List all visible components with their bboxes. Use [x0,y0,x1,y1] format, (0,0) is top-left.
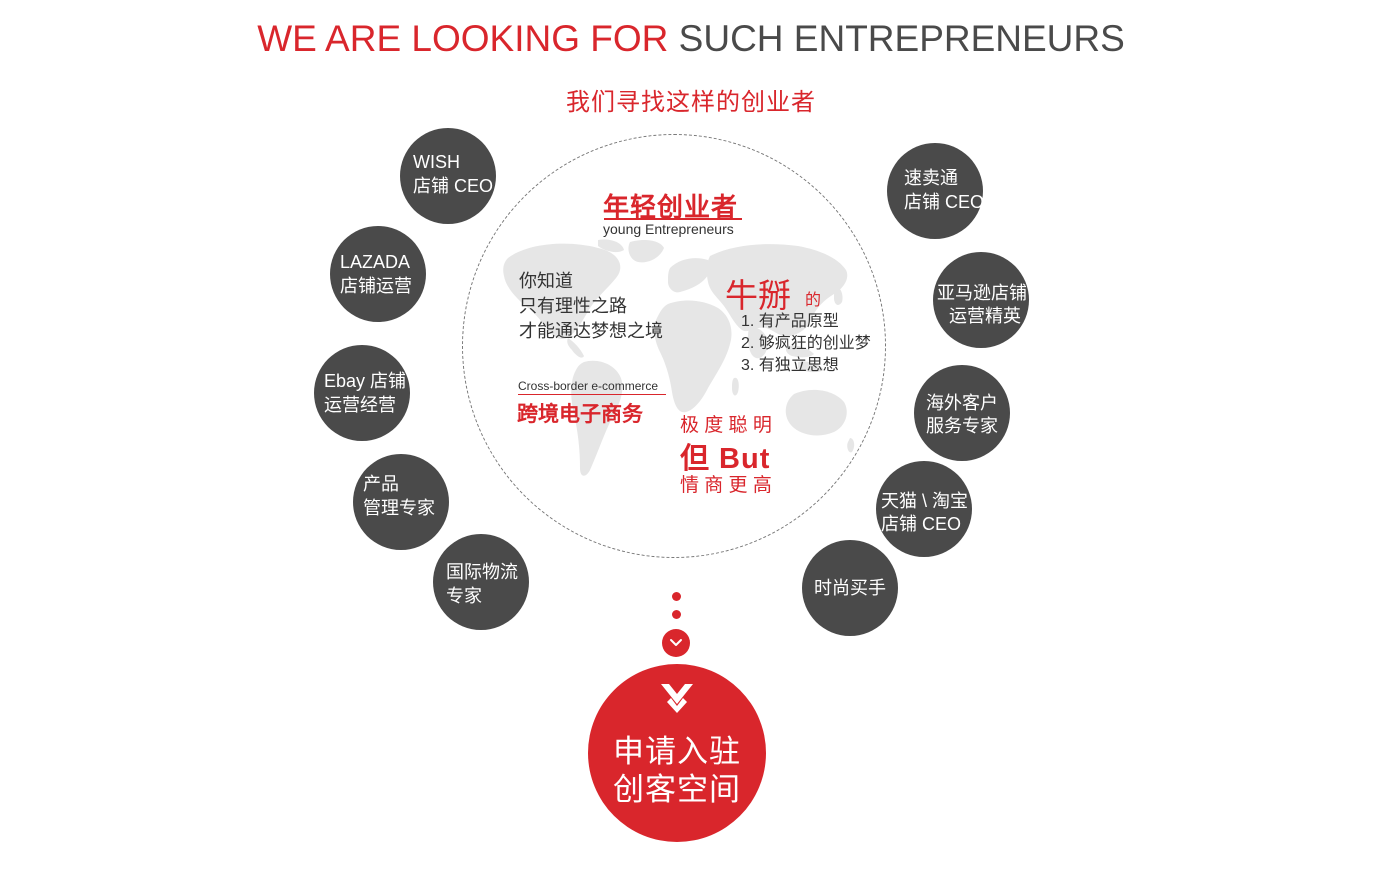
bubble-line-1: LAZADA [340,252,411,272]
scroll-down-button[interactable] [662,629,690,657]
heading-cn: 年轻创业者 [603,192,739,222]
bubble-product-mgmt[interactable]: 产品 管理专家 [353,454,449,550]
title-dark: SUCH ENTREPRENEURS [678,18,1125,59]
de-label: 的 [805,292,822,309]
bubble-lazada-ops[interactable]: LAZADA 店铺运营 [330,226,426,322]
bubble-line-2: 店铺 CEO [413,176,494,196]
apply-line-1: 申请入驻 [613,734,741,769]
smart-label: 极 度 聪 明 [680,415,772,436]
connector-dot [672,592,681,601]
bubble-line-2: 管理专家 [363,498,435,518]
know-line-2: 只有理性之路 [519,296,627,316]
bubble-tmall-taobao-ceo[interactable]: 天猫 \ 淘宝 店铺 CEO [876,461,972,557]
bubble-line-2: 运营经营 [324,395,396,415]
bubble-line-2: 服务专家 [926,416,998,436]
page-subtitle: 我们寻找这样的创业者 [566,89,816,116]
apply-button[interactable]: 申请入驻 创客空间 [588,664,766,842]
niu-label: 牛掰 [725,277,791,314]
bubble-logistics-expert[interactable]: 国际物流 专家 [433,534,529,630]
bubble-line-1: 海外客户 [926,393,998,413]
bubble-amazon-ops[interactable]: 亚马逊店铺 运营精英 [933,252,1029,348]
center-circle [462,134,886,558]
bubble-line-1: 天猫 \ 淘宝 [881,491,969,511]
trait-2: 2. 够疯狂的创业梦 [741,335,871,352]
bubble-ebay-ops[interactable]: Ebay 店铺 运营经营 [314,345,410,441]
ecom-cn: 跨境电子商务 [517,403,643,426]
know-line-3: 才能通达梦想之境 [519,321,663,341]
title-red: WE ARE LOOKING FOR [257,18,669,59]
bubble-line-2: 店铺运营 [340,276,412,296]
eq-label: 情 商 更 高 [680,475,772,496]
page-title: WE ARE LOOKING FOR SUCH ENTREPRENEURS [0,18,1382,60]
bubble-line-2: 专家 [446,586,482,606]
ecom-divider [518,394,666,395]
trait-3: 3. 有独立思想 [741,357,839,374]
bubble-line-1: WISH [413,152,460,172]
bubble-line-2: 店铺 CEO [904,192,985,212]
apply-line-2: 创客空间 [613,772,741,807]
bubble-line-1: 亚马逊店铺 [937,283,1027,303]
trait-1: 1. 有产品原型 [741,313,839,330]
heading-en: young Entrepreneurs [603,221,734,237]
bubble-line-1: 产品 [363,474,399,494]
bubble-wish-ceo[interactable]: WISH 店铺 CEO [400,128,496,224]
know-line-1: 你知道 [519,271,573,291]
bubble-customer-service[interactable]: 海外客户 服务专家 [914,365,1010,461]
bubble-line-1: 速卖通 [904,168,958,188]
connector-dot [672,610,681,619]
bubble-line-2: 运营精英 [949,306,1021,326]
bubble-line-1: Ebay 店铺 [324,371,407,391]
bubble-line-1: 时尚买手 [814,578,886,598]
heading-underline [604,218,742,220]
chevron-down-icon [670,639,682,646]
bubble-fashion-buyer[interactable]: 时尚买手 [802,540,898,636]
bubble-line-2: 店铺 CEO [881,514,962,534]
world-map-icon [503,239,855,476]
but-label: 但 But [680,443,771,475]
bubble-line-1: 国际物流 [446,562,518,582]
double-chevron-down-icon [661,684,693,713]
ecom-en: Cross-border e-commerce [518,379,659,393]
bubble-aliexpress-ceo[interactable]: 速卖通 店铺 CEO [887,143,985,239]
